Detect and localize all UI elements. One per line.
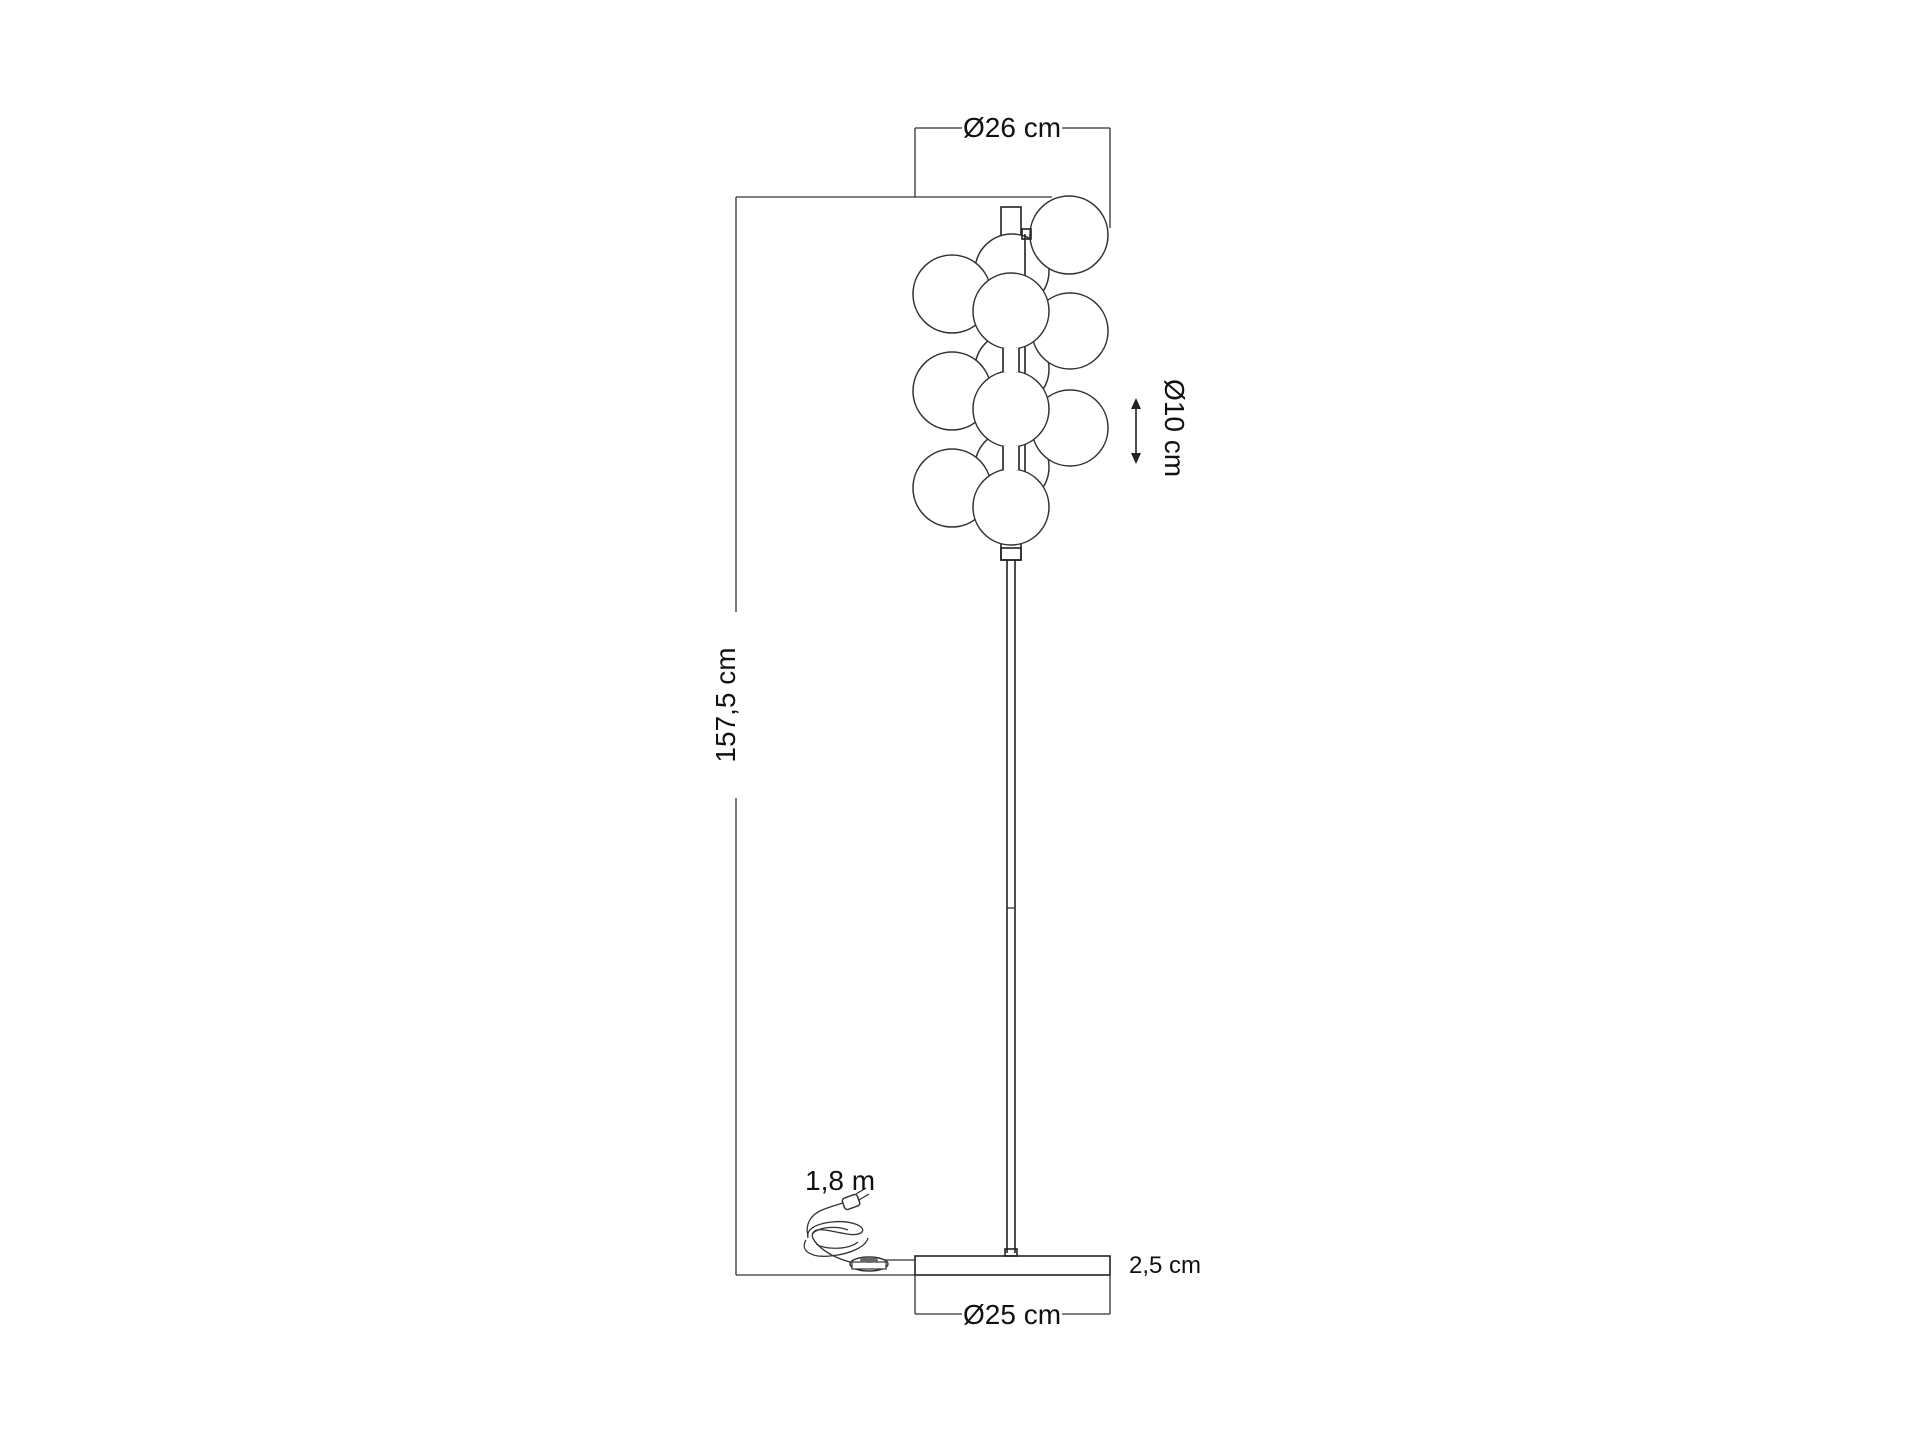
height-dimension: 157,5 cm <box>710 196 1052 1276</box>
plug-icon <box>841 1187 870 1211</box>
cable-length-label: 1,8 m <box>805 1165 875 1196</box>
power-cable <box>803 1201 915 1263</box>
base-diameter-label: Ø25 cm <box>963 1299 1061 1330</box>
foot-switch-icon <box>849 1256 889 1272</box>
lamp-base <box>914 1255 1111 1276</box>
globe-diameter-dimension: Ø10 cm <box>1131 379 1190 477</box>
globe <box>972 272 1050 350</box>
shade-width-dimension: Ø26 cm <box>914 112 1111 228</box>
globe <box>972 468 1050 546</box>
globe <box>1029 195 1109 275</box>
total-height-label: 157,5 cm <box>710 647 741 762</box>
base-diameter-dimension: Ø25 cm <box>914 1275 1111 1330</box>
globe-diameter-label: Ø10 cm <box>1159 379 1190 477</box>
shade-diameter-label: Ø26 cm <box>963 112 1061 143</box>
globe <box>972 370 1050 448</box>
lamp-globes <box>912 195 1109 546</box>
base-height-label: 2,5 cm <box>1129 1252 1201 1279</box>
